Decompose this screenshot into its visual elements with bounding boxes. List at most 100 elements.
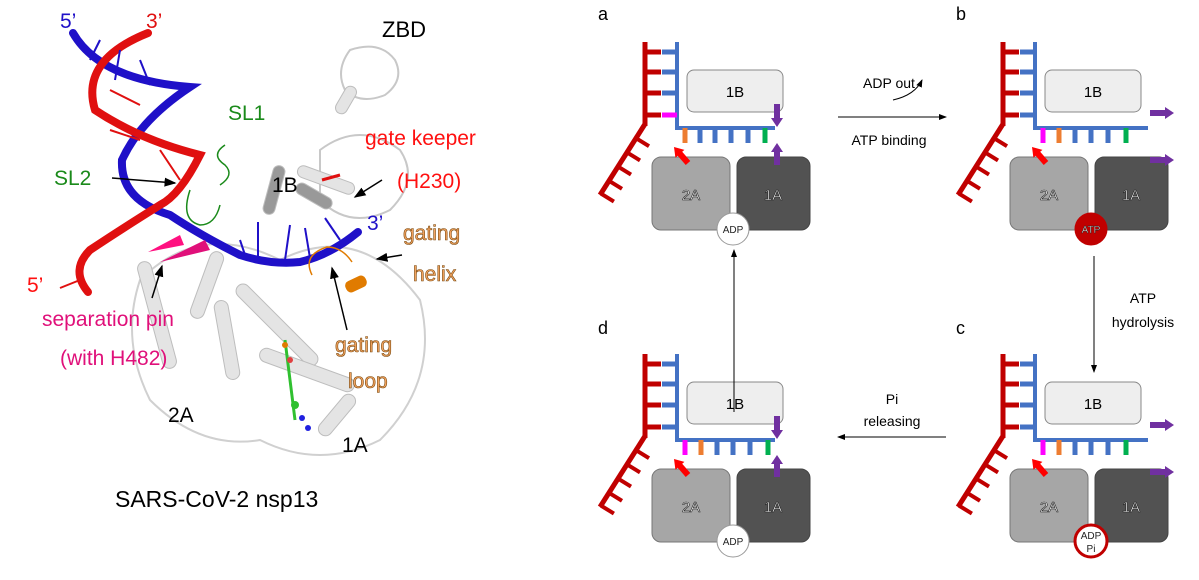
domain-1a-box — [1094, 156, 1169, 231]
nucleotide-label: ADP — [723, 225, 744, 236]
red-arrow-icon — [674, 147, 691, 165]
red-arrow-icon — [1032, 147, 1049, 165]
purple-arrow-up-icon — [771, 143, 783, 165]
red-arrow-icon — [674, 459, 691, 477]
adp-out-label: ADP out — [863, 75, 915, 91]
domain-1b-label: 1B — [1084, 396, 1102, 413]
domain-2a-box — [1009, 468, 1089, 543]
domain-1b-label: 1B — [726, 396, 744, 413]
gate-keeper-residue-label: (H230) — [397, 170, 461, 193]
panel-letter: a — [598, 4, 609, 24]
domain-2a-box — [1009, 156, 1089, 231]
purple-arrow-right-icon — [1150, 107, 1174, 119]
zbd-label: ZBD — [382, 17, 426, 42]
protein-structure — [59, 29, 426, 456]
red-strand-base — [634, 448, 651, 460]
red-strand-base — [965, 491, 982, 503]
transition-c-to-d: Pi releasing — [837, 391, 946, 440]
gating-loop-label-2: loop — [348, 370, 388, 393]
domain-1b-box — [686, 381, 784, 425]
structure-title: SARS-CoV-2 nsp13 — [115, 486, 318, 512]
atp-ligand-icon — [282, 339, 311, 431]
red-strand-base — [625, 150, 642, 163]
purple-arrow-right-icon — [1150, 466, 1174, 478]
strand-label-blue-3prime: 3’ — [367, 212, 383, 235]
domain-1b-box — [1044, 69, 1142, 113]
gating-helix-label-2: helix — [413, 263, 457, 286]
red-strand-base — [992, 136, 1009, 148]
purple-arrow-right-icon — [1150, 419, 1174, 431]
red-strand-base — [957, 191, 973, 204]
panel-a: a 1B 2A 1A ADP — [597, 4, 811, 246]
red-strand-base — [616, 476, 633, 489]
releasing-label: releasing — [864, 413, 921, 429]
panel-letter: b — [956, 4, 966, 24]
strand-label-red-5prime: 5’ — [27, 274, 43, 297]
red-strand-base — [992, 448, 1009, 460]
transition-b-to-c: ATP hydrolysis — [1091, 256, 1174, 373]
red-strand-base — [625, 462, 642, 475]
transition-a-to-b: ADP out ATP binding — [838, 75, 947, 148]
strand-label-red-3prime: 3’ — [146, 10, 162, 33]
domain-2a-label: 2A — [682, 499, 700, 516]
red-strand-tail — [955, 122, 1006, 197]
red-strand-base — [599, 191, 615, 204]
red-strand-base — [607, 491, 624, 503]
domain-2a-label: 2A — [1040, 499, 1058, 516]
nucleotide-label: ADP — [723, 537, 744, 548]
domain-1a-label: 1A — [342, 434, 368, 457]
domain-2a-label: 2A — [1040, 187, 1058, 204]
purple-arrow-right-icon — [1150, 154, 1174, 166]
domain-2a-label: 2A — [682, 187, 700, 204]
gating-helix-label-1: gating — [403, 222, 460, 245]
purple-arrow-down-icon — [771, 104, 783, 127]
domain-1b-box — [1044, 381, 1142, 425]
pi-label: Pi — [886, 391, 898, 407]
red-strand-base — [974, 164, 991, 177]
red-strand-base — [616, 164, 633, 177]
red-strand-tail — [597, 434, 648, 509]
red-strand-base — [965, 179, 982, 191]
red-strand-base — [599, 503, 615, 516]
domain-1a-box — [736, 156, 811, 231]
strand-label-blue-5prime: 5’ — [60, 10, 76, 33]
domain-1a-label: 1A — [1122, 499, 1140, 516]
red-strand-base — [974, 476, 991, 489]
red-strand-base — [634, 136, 651, 148]
red-arrow-icon — [1032, 459, 1049, 477]
domain-1a-label: 1A — [764, 187, 782, 204]
gate-keeper-label: gate keeper — [365, 127, 476, 150]
domain-1b-label: 1B — [1084, 84, 1102, 101]
red-strand-base — [983, 462, 1000, 475]
red-strand-base — [983, 150, 1000, 163]
nucleotide-label: ADP — [1081, 531, 1102, 542]
purple-arrow-down-icon — [771, 416, 783, 439]
purple-arrow-up-icon — [771, 455, 783, 477]
separation-pin-label-2: (with H482) — [60, 347, 167, 370]
sl2-label: SL2 — [54, 167, 91, 190]
domain-1b-label: 1B — [272, 174, 298, 197]
atp-binding-label: ATP binding — [852, 132, 927, 148]
domain-1a-box — [1094, 468, 1169, 543]
nucleotide-badge — [716, 524, 750, 558]
domain-1a-label: 1A — [764, 499, 782, 516]
domain-1b-label: 1B — [726, 84, 744, 101]
gating-loop-label-1: gating — [335, 334, 392, 357]
domain-1a-label: 1A — [1122, 187, 1140, 204]
domain-1a-box — [736, 468, 811, 543]
domain-2a-label: 2A — [168, 404, 194, 427]
nucleotide-badge — [1073, 523, 1109, 559]
nucleotide-badge — [1074, 212, 1108, 246]
phosphate-label: Pi — [1087, 544, 1096, 555]
sl1-label: SL1 — [228, 102, 265, 125]
separation-pin-label-1: separation pin — [42, 308, 174, 331]
hydrolysis-label: hydrolysis — [1112, 314, 1174, 330]
red-strand-tail — [955, 434, 1006, 509]
red-strand-base — [607, 179, 624, 191]
domain-2a-box — [651, 468, 731, 543]
atp-label: ATP — [1130, 290, 1156, 306]
